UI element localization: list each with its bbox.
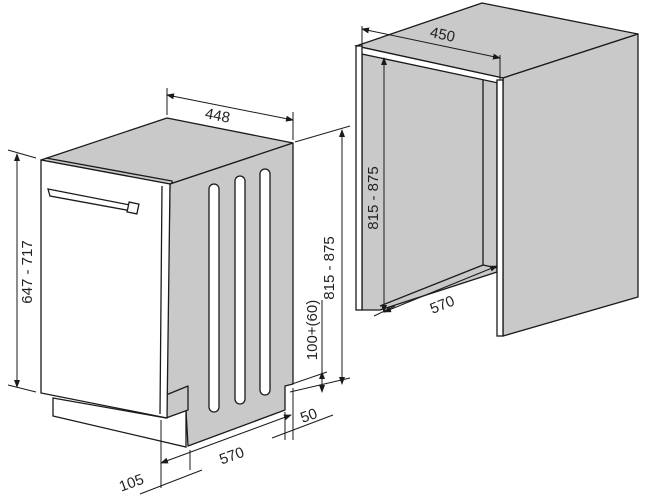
niche-width-dimension-line <box>361 27 501 60</box>
dishwasher-door <box>40 159 171 419</box>
plinth-offset-label: 50 <box>298 405 319 427</box>
side-ribs <box>208 168 271 413</box>
niche-interior <box>361 53 498 311</box>
door-handle <box>47 188 140 215</box>
niche-depth-label: 570 <box>428 293 458 318</box>
niche-depth-dimension-line <box>383 265 498 313</box>
niche-left-post <box>355 45 363 311</box>
niche-dimensions: 450 815 - 875 570 <box>361 24 501 318</box>
door-top-edge <box>45 157 173 184</box>
niche-height-label: 815 - 875 <box>365 166 382 229</box>
door-offset-dimension-line <box>139 469 203 495</box>
niche-width-label: 450 <box>428 24 456 46</box>
plinth-height-label: 100+(60) <box>304 300 321 360</box>
width-label: 448 <box>204 105 232 126</box>
door-offset-label: 105 <box>117 471 146 496</box>
total-height-label: 815 - 875 <box>321 236 338 299</box>
installation-niche <box>354 2 639 337</box>
door-height-label: 647 - 717 <box>19 240 36 303</box>
niche-side <box>502 33 639 337</box>
door-side-edge <box>159 185 163 415</box>
rib-3 <box>259 168 271 396</box>
rib-1 <box>208 183 220 413</box>
niche-right-post <box>496 79 504 337</box>
rib-2 <box>234 175 246 405</box>
depth-dimension-line <box>160 414 292 464</box>
dishwasher <box>40 117 294 448</box>
depth-label: 570 <box>217 444 246 469</box>
width-dimension-line <box>166 93 294 122</box>
